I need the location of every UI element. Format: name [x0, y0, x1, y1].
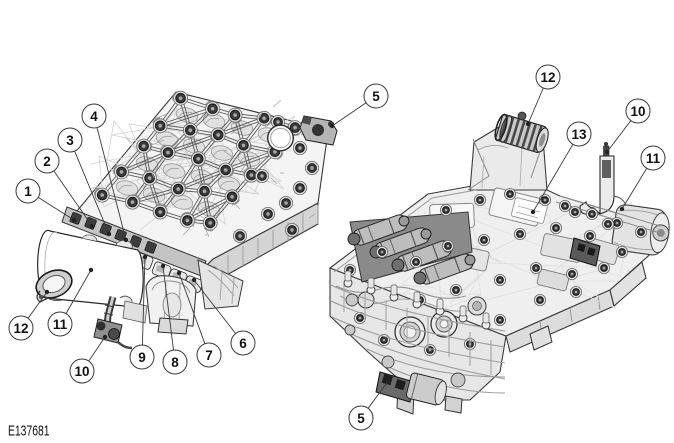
svg-text:12: 12 — [13, 321, 28, 336]
svg-text:6: 6 — [239, 336, 247, 351]
svg-text:11: 11 — [53, 317, 68, 332]
svg-text:5: 5 — [372, 89, 380, 104]
svg-text:1: 1 — [24, 184, 32, 199]
svg-text:11: 11 — [646, 151, 661, 166]
svg-text:5: 5 — [357, 411, 365, 426]
svg-text:8: 8 — [171, 355, 179, 370]
svg-text:9: 9 — [138, 350, 146, 365]
svg-text:7: 7 — [205, 348, 213, 363]
svg-text:3: 3 — [66, 133, 74, 148]
svg-text:13: 13 — [571, 127, 587, 142]
svg-text:12: 12 — [540, 70, 555, 85]
svg-text:E137681: E137681 — [8, 424, 50, 440]
svg-text:10: 10 — [630, 104, 645, 119]
svg-text:10: 10 — [74, 364, 89, 379]
svg-text:2: 2 — [43, 154, 51, 169]
svg-text:4: 4 — [90, 109, 98, 124]
